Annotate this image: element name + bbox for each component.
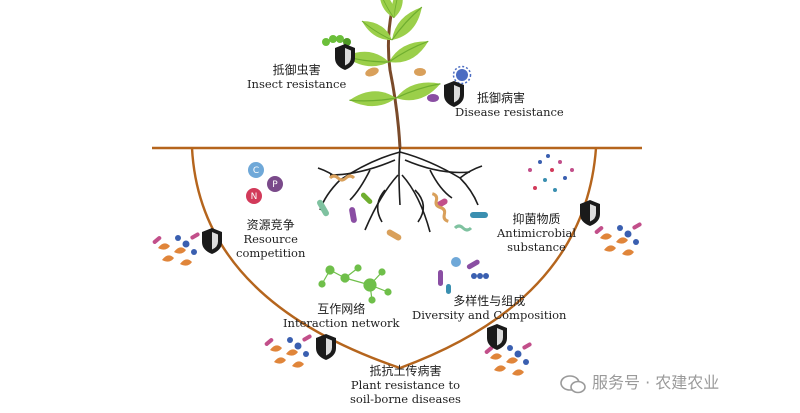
watermark-text: 服务号 · 农建农业 (592, 373, 720, 392)
shield-icon (202, 228, 222, 254)
microbe-cluster-left (151, 231, 201, 266)
pathogen-icon (452, 65, 472, 85)
antimicrobial-label: 抑菌物质 Antimicrobial substance (497, 212, 576, 254)
soil-borne-en-2: soil-borne diseases (350, 392, 461, 406)
resource-competition-en-1: Resource (243, 232, 298, 246)
phosphorus-bubble (267, 176, 283, 192)
antimicrobial-dots (528, 154, 574, 192)
plant-stem (386, 9, 402, 149)
shield-icon (487, 324, 507, 350)
resource-competition-zh: 资源竞争 (246, 218, 295, 232)
interaction-network-graphic (318, 264, 392, 304)
microbe-cluster-bottom-left (263, 333, 313, 368)
interaction-network-zh: 互作网络 (317, 302, 366, 316)
carbon-bubble (248, 162, 264, 178)
soil-borne-zh: 抵抗土传病害 (369, 364, 442, 378)
disease-resistance-en: Disease resistance (455, 105, 564, 119)
soil-borne-label: 抵抗土传病害 Plant resistance to soil-borne di… (350, 364, 461, 406)
microbe-cluster-bottom-right (483, 341, 533, 376)
diversity-label: 多样性与组成 Diversity and Composition (412, 294, 566, 322)
resource-competition-label: 资源竞争 Resource competition (236, 218, 305, 260)
antimicrobial-en-2: substance (507, 240, 566, 254)
nitrogen-bubble (246, 188, 262, 204)
rhizosphere-microbes (317, 174, 488, 241)
disease-resistance-zh: 抵御病害 (477, 91, 526, 105)
diversity-microbes-graphic (438, 257, 489, 294)
disease-resistance-label: 抵御病害 Disease resistance (455, 91, 564, 119)
soil-borne-en-1: Plant resistance to (350, 378, 460, 392)
insect-resistance-label: 抵御虫害 Insect resistance (247, 63, 346, 91)
plant-roots (317, 147, 483, 233)
interaction-network-label: 互作网络 Interaction network (283, 302, 400, 330)
shield-icon (316, 334, 336, 360)
diversity-zh: 多样性与组成 (453, 294, 526, 308)
nutrient-p: P (272, 180, 278, 190)
antimicrobial-en-1: Antimicrobial (497, 226, 577, 240)
interaction-network-en: Interaction network (283, 316, 400, 330)
plant-leaves (343, 0, 444, 109)
diversity-en: Diversity and Composition (412, 308, 567, 322)
caterpillar-icon (322, 35, 351, 46)
nutrient-bubbles (246, 162, 283, 204)
insect-resistance-en: Insect resistance (247, 77, 347, 91)
resource-competition-en-2: competition (236, 246, 306, 260)
microbe-cluster-right (593, 221, 643, 256)
watermark: 服务号 · 农建农业 (560, 368, 792, 398)
insect-resistance-zh: 抵御虫害 (272, 63, 321, 77)
shield-icon (580, 200, 600, 226)
nutrient-letters: C P N (251, 166, 279, 202)
antimicrobial-zh: 抑菌物质 (512, 212, 561, 226)
wechat-icon (560, 374, 586, 393)
nutrient-n: N (251, 192, 258, 202)
nutrient-c: C (253, 166, 259, 176)
